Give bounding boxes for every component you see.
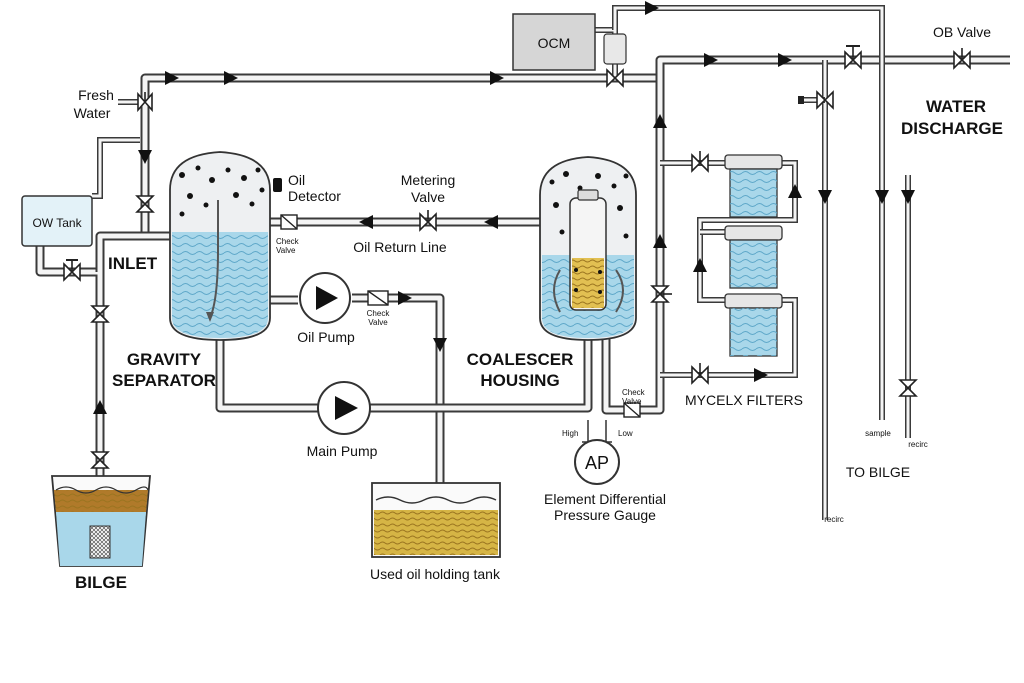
used-oil-tank-label: Used oil holding tank xyxy=(370,566,501,582)
ow-tank: OW Tank xyxy=(21,195,93,247)
check-valve-1-label-2: Valve xyxy=(276,246,296,255)
coalescer-housing-label-2: HOUSING xyxy=(480,371,559,390)
gravity-separator-vessel xyxy=(169,151,282,341)
mycelx-filter-3 xyxy=(724,293,783,357)
check-valve-3-label-2: Valve xyxy=(622,397,642,406)
mycelx-filter-2 xyxy=(724,225,783,289)
low-label: Low xyxy=(618,429,633,438)
mycelx-filters-label: MYCELX FILTERS xyxy=(685,392,803,408)
oil-detector-label-1: Oil xyxy=(288,172,305,188)
inlet-label: INLET xyxy=(108,254,158,273)
coalescer-housing-label-1: COALESCER xyxy=(467,350,574,369)
metering-valve-label-2: Valve xyxy=(411,189,445,205)
metering-valve-label-1: Metering xyxy=(401,172,455,188)
recirc-label-right: recirc xyxy=(908,440,928,449)
to-bilge-label: TO BILGE xyxy=(846,464,910,480)
check-valve-2-label-2: Valve xyxy=(368,318,388,327)
fresh-water-label-1: Fresh xyxy=(78,87,114,103)
ob-valve-label: OB Valve xyxy=(933,24,991,40)
bilge-tank xyxy=(51,475,151,567)
fresh-water-label-2: Water xyxy=(74,105,111,121)
check-valve-icon xyxy=(280,214,641,418)
diagram-labels: Fresh Water INLET Oil Detector Metering … xyxy=(74,24,1003,592)
bilge-label: BILGE xyxy=(75,573,127,592)
ocm-label: OCM xyxy=(538,35,571,51)
check-valve-1-label-1: Check xyxy=(276,237,300,246)
check-valve-2-label-1: Check xyxy=(367,309,391,318)
flow-arrow-icon xyxy=(93,1,915,414)
gravity-separator-label-2: SEPARATOR xyxy=(112,371,216,390)
oil-pump-label: Oil Pump xyxy=(297,329,355,345)
water-discharge-label-1: WATER xyxy=(926,97,986,116)
oil-return-line-label: Oil Return Line xyxy=(353,239,447,255)
check-valve-3-label-1: Check xyxy=(622,388,646,397)
ocm-unit: OCM xyxy=(512,13,627,71)
gravity-separator-label-1: GRAVITY xyxy=(127,350,202,369)
main-pump-label: Main Pump xyxy=(307,443,378,459)
high-label: High xyxy=(562,429,578,438)
main-pump-icon xyxy=(317,381,371,435)
valve-icon xyxy=(63,45,971,469)
mycelx-filter-1 xyxy=(724,154,783,218)
used-oil-holding-tank xyxy=(371,482,501,558)
water-discharge-label-2: DISCHARGE xyxy=(901,119,1003,138)
oil-detector-label-2: Detector xyxy=(288,188,341,204)
sample-label: sample xyxy=(865,429,891,438)
mycelx-filters xyxy=(724,154,783,357)
ow-tank-label: OW Tank xyxy=(32,216,82,230)
dp-gauge-label-2: Pressure Gauge xyxy=(554,507,656,523)
coalescer-housing-vessel xyxy=(539,156,637,341)
recirc-label-left: recirc xyxy=(824,515,844,524)
oil-pump-icon xyxy=(299,272,351,324)
dp-gauge-symbol: AP xyxy=(585,453,609,473)
dp-gauge-label-1: Element Differential xyxy=(544,491,666,507)
pressure-gauge-icon: AP xyxy=(574,439,620,485)
